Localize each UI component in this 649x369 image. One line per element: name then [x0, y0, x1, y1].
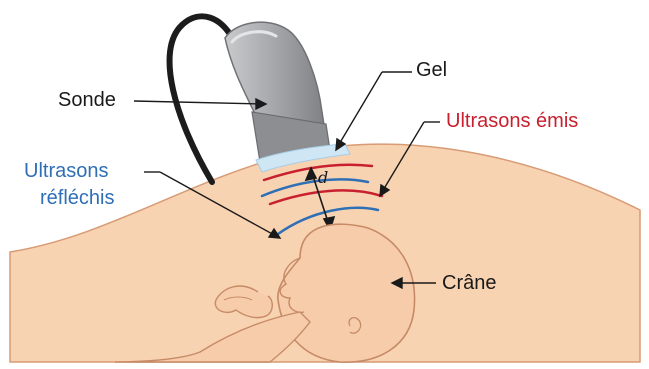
label-sonde: Sonde	[58, 89, 116, 111]
probe	[225, 22, 330, 162]
label-ultrasons-emis: Ultrasons émis	[446, 110, 578, 132]
probe-cable	[170, 16, 232, 182]
label-ultrasons-reflechis-line2: réfléchis	[40, 187, 114, 209]
label-ultrasons-reflechis-line1: Ultrasons	[24, 160, 108, 182]
label-crane: Crâne	[442, 272, 496, 294]
label-distance: d	[318, 170, 328, 186]
label-gel: Gel	[416, 59, 447, 81]
